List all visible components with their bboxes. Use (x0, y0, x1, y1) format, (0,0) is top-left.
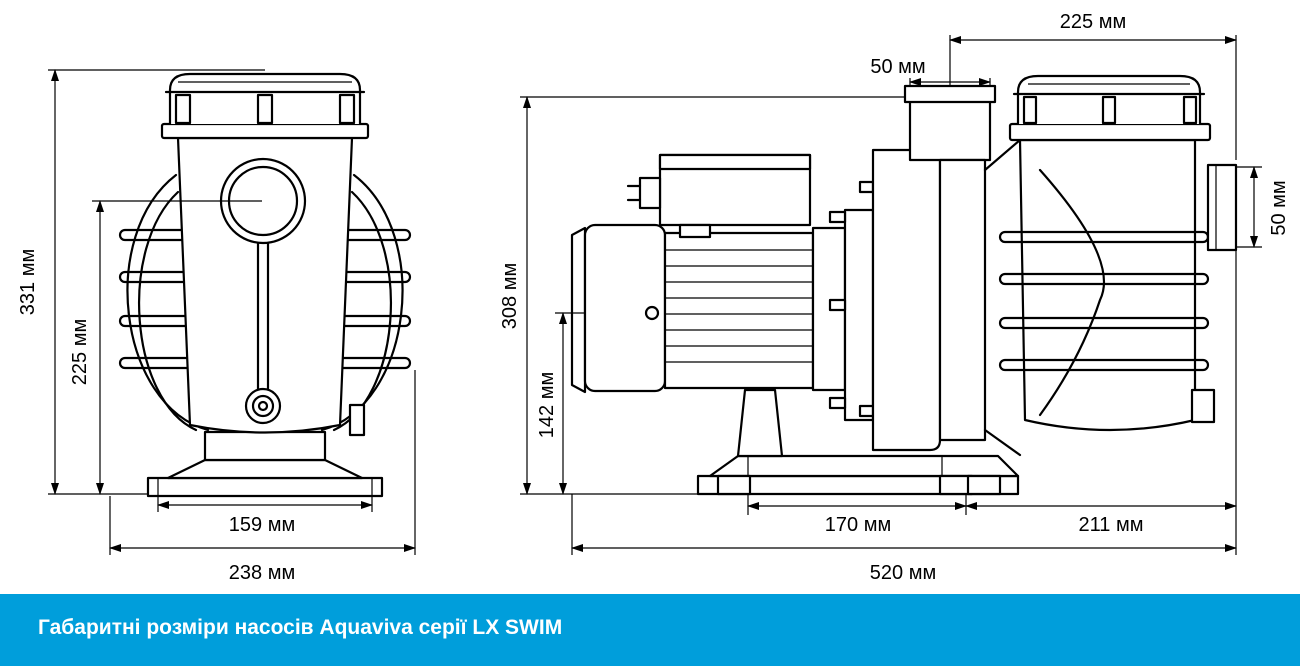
dim-front-base-bolts: 159 мм (229, 514, 295, 536)
dim-front-width: 238 мм (229, 562, 295, 584)
front-dimensions (48, 69, 416, 555)
side-view (570, 74, 1238, 496)
pump-dimension-drawing: 331 мм 225 мм 159 мм 238 мм 225 мм 50 мм… (17, 11, 1290, 584)
dim-side-axis-height: 142 мм (536, 372, 558, 438)
dim-side-base-bolts: 170 мм (825, 514, 891, 536)
dim-side-outlet-offset: 225 мм (1060, 11, 1126, 33)
dim-side-length: 520 мм (870, 562, 936, 584)
dim-front-height-axis: 225 мм (69, 319, 91, 385)
dim-front-height-total: 331 мм (17, 249, 39, 315)
caption-bar: Габаритні розміри насосів Aquaviva серії… (0, 594, 1300, 666)
dim-side-outlet-diameter: 50 мм (870, 56, 925, 78)
dim-side-inlet-diameter: 50 мм (1268, 180, 1290, 235)
caption-text: Габаритні розміри насосів Aquaviva серії… (38, 616, 563, 639)
side-dimensions (520, 35, 1262, 555)
dim-side-base-to-inlet: 211 мм (1079, 514, 1144, 536)
front-view (118, 72, 412, 498)
dim-side-height: 308 мм (499, 263, 521, 329)
